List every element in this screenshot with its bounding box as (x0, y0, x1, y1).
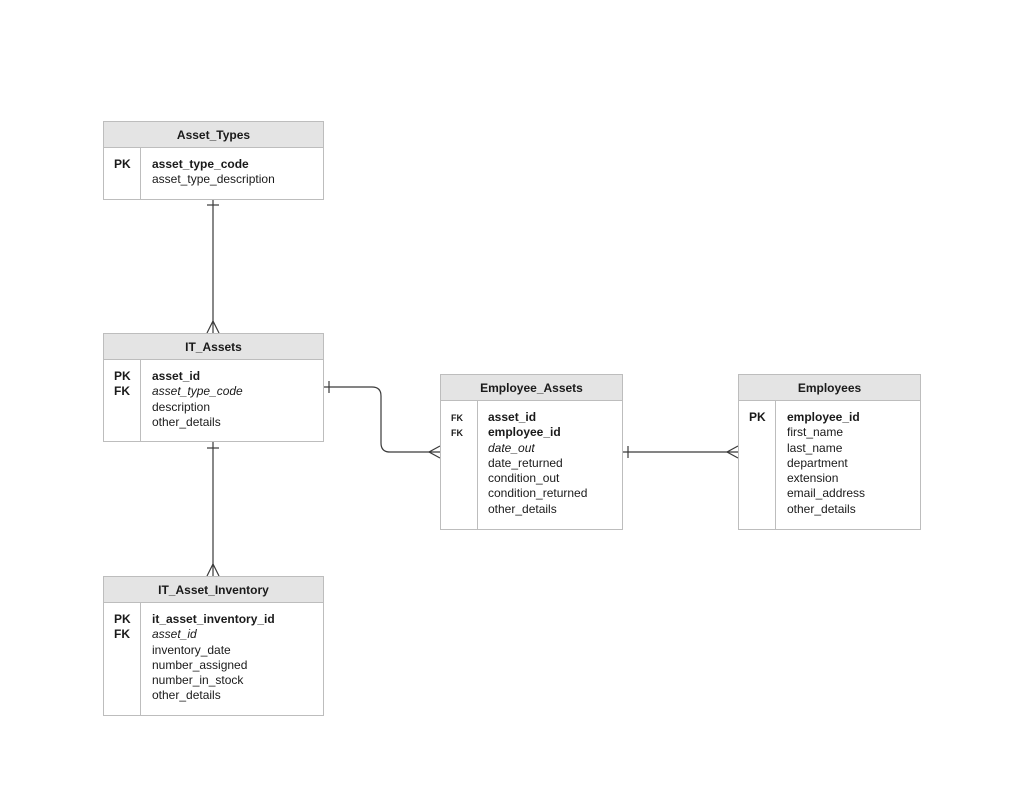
field-other-details: other_details (787, 501, 856, 516)
field-condition-out: condition_out (488, 471, 560, 486)
field-number-in-stock: number_in_stock (152, 673, 244, 688)
field-asset-id: asset_id (152, 369, 201, 383)
fk-badge: FK (451, 413, 463, 423)
field-extension: extension (787, 471, 839, 486)
key-column: PK FK (104, 360, 141, 441)
entity-it-asset-inventory: IT_Asset_Inventory PK FK it_asset_invent… (103, 576, 324, 716)
entity-title: Employees (739, 375, 920, 401)
entity-it-assets: IT_Assets PK FK asset_id asset_type_code… (103, 333, 324, 442)
field-list: it_asset_inventory_id asset_id inventory… (152, 612, 275, 704)
pk-badge: PK (114, 157, 131, 171)
entity-title: Asset_Types (104, 122, 323, 148)
fk-badge: FK (451, 428, 463, 438)
entity-title: Employee_Assets (441, 375, 622, 401)
entity-title: IT_Assets (104, 334, 323, 360)
field-asset-id: asset_id (152, 627, 197, 642)
field-list: asset_type_code asset_type_description (152, 157, 275, 188)
fk-badge: FK (114, 627, 130, 641)
field-inventory-date: inventory_date (152, 642, 231, 657)
field-email-address: email_address (787, 486, 866, 501)
field-asset-type-code: asset_type_code (152, 157, 249, 171)
key-column: PK FK (104, 603, 141, 715)
field-other-details: other_details (488, 501, 557, 516)
field-list: employee_id first_name last_name departm… (787, 410, 865, 517)
rel-it-assets-employee-assets (324, 381, 441, 459)
key-column: PK (104, 148, 141, 199)
key-column: FK FK (441, 401, 478, 529)
pk-badge: PK (114, 612, 131, 626)
field-description: description (152, 399, 211, 414)
field-date-out: date_out (488, 440, 535, 455)
entity-title: IT_Asset_Inventory (104, 577, 323, 603)
pk-badge: PK (749, 410, 766, 424)
rel-it-assets-inventory (206, 442, 220, 577)
key-column: PK (739, 401, 776, 529)
field-number-assigned: number_assigned (152, 657, 248, 672)
entity-asset-types: Asset_Types PK asset_type_code asset_typ… (103, 121, 324, 200)
field-date-returned: date_returned (488, 455, 563, 470)
field-employee-id: employee_id (488, 425, 561, 440)
pk-badge: PK (114, 369, 131, 383)
field-condition-returned: condition_returned (488, 486, 588, 501)
field-department: department (787, 455, 848, 470)
rel-employee-assets-employees (623, 445, 739, 459)
field-asset-type-code: asset_type_code (152, 384, 243, 399)
field-other-details: other_details (152, 688, 221, 703)
field-other-details: other_details (152, 414, 221, 429)
rel-asset-types-it-assets (206, 199, 220, 334)
field-employee-id: employee_id (787, 410, 860, 424)
field-asset-type-description: asset_type_description (152, 172, 275, 187)
field-it-asset-inventory-id: it_asset_inventory_id (152, 612, 275, 626)
field-list: asset_id employee_id date_out date_retur… (488, 410, 587, 517)
field-list: asset_id asset_type_code description oth… (152, 369, 243, 430)
entity-employee-assets: Employee_Assets FK FK asset_id employee_… (440, 374, 623, 530)
field-first-name: first_name (787, 425, 844, 440)
field-asset-id: asset_id (488, 410, 537, 424)
field-last-name: last_name (787, 440, 843, 455)
fk-badge: FK (114, 384, 130, 398)
entity-employees: Employees PK employee_id first_name last… (738, 374, 921, 530)
